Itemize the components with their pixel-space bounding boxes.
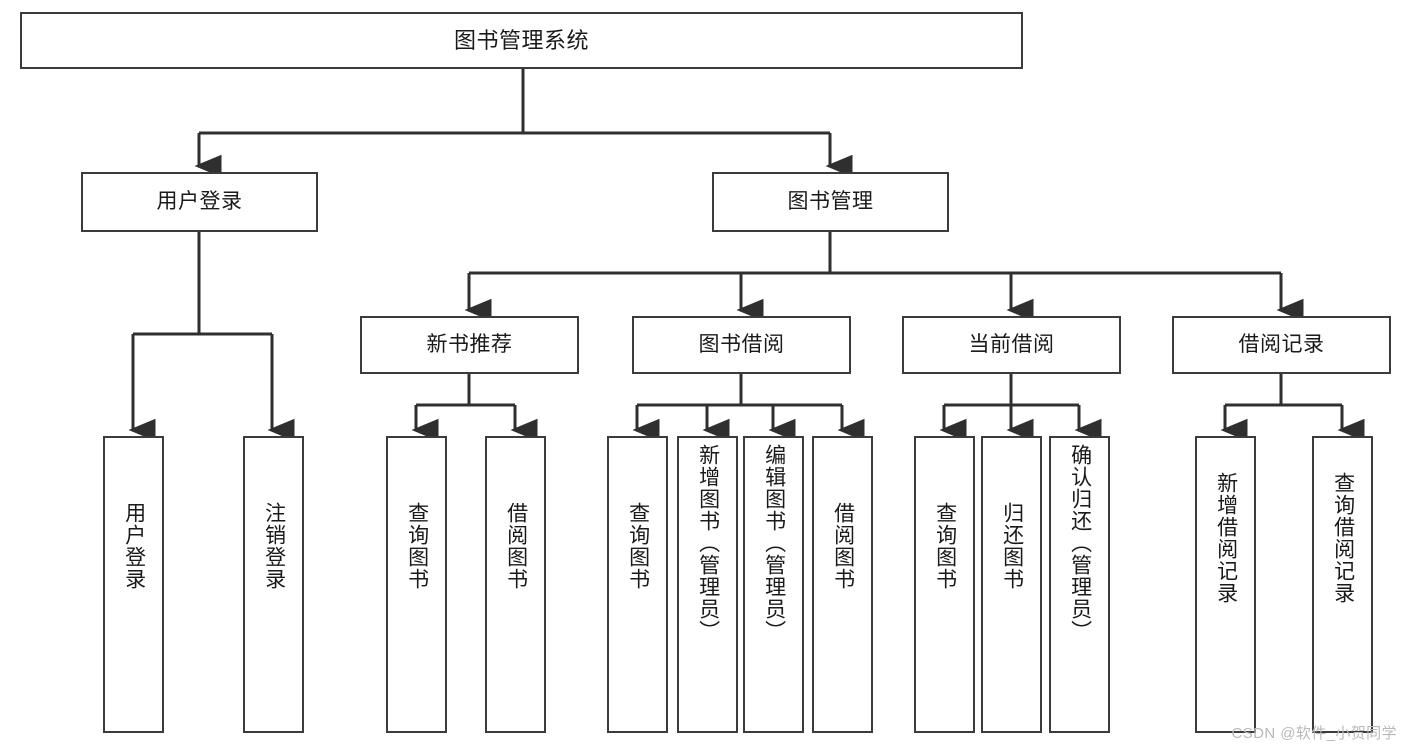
leaf-user-logout[interactable]: 注销登录 <box>243 436 304 733</box>
leaf-return-book-label: 归还图书 <box>1000 502 1024 590</box>
leaf-borrow-book-label: 借阅图书 <box>831 502 855 590</box>
leaf-query-book-cur-label: 查询图书 <box>933 502 957 590</box>
node-book-manage-label: 图书管理 <box>787 189 874 213</box>
leaf-user-login[interactable]: 用户登录 <box>103 436 164 733</box>
node-book-borrow[interactable]: 图书借阅 <box>632 316 851 374</box>
leaf-user-logout-label: 注销登录 <box>262 502 286 590</box>
node-current-borrow[interactable]: 当前借阅 <box>902 316 1121 374</box>
node-user-login[interactable]: 用户登录 <box>81 172 318 232</box>
leaf-query-record[interactable]: 查询借阅记录 <box>1312 436 1373 733</box>
node-root[interactable]: 图书管理系统 <box>20 12 1023 69</box>
leaf-edit-book-label: 编辑图书（管理员） <box>762 444 786 642</box>
node-book-manage[interactable]: 图书管理 <box>712 172 949 232</box>
leaf-borrow-book-rec-label: 借阅图书 <box>504 502 528 590</box>
node-book-borrow-label: 图书借阅 <box>698 332 785 356</box>
leaf-query-book-borrow-label: 查询图书 <box>626 502 650 590</box>
leaf-query-book-cur[interactable]: 查询图书 <box>914 436 975 733</box>
leaf-add-record[interactable]: 新增借阅记录 <box>1195 436 1256 733</box>
node-root-label: 图书管理系统 <box>453 27 589 53</box>
leaf-user-login-label: 用户登录 <box>122 502 146 590</box>
leaf-add-record-label: 新增借阅记录 <box>1214 472 1238 604</box>
leaf-confirm-return-label: 确认归还（管理员） <box>1068 444 1092 642</box>
leaf-add-book[interactable]: 新增图书（管理员） <box>677 436 738 733</box>
leaf-add-book-label: 新增图书（管理员） <box>696 444 720 642</box>
node-user-login-label: 用户登录 <box>156 189 243 213</box>
leaf-edit-book[interactable]: 编辑图书（管理员） <box>743 436 804 733</box>
node-borrow-record-label: 借阅记录 <box>1238 332 1325 356</box>
csdn-watermark: CSDN @软件_小贺同学 <box>1231 725 1397 742</box>
leaf-query-record-label: 查询借阅记录 <box>1331 472 1355 604</box>
node-new-book-rec-label: 新书推荐 <box>426 332 513 356</box>
leaf-query-book-borrow[interactable]: 查询图书 <box>607 436 668 733</box>
leaf-query-book-rec-label: 查询图书 <box>405 502 429 590</box>
leaf-confirm-return[interactable]: 确认归还（管理员） <box>1049 436 1110 733</box>
node-borrow-record[interactable]: 借阅记录 <box>1172 316 1391 374</box>
leaf-query-book-rec[interactable]: 查询图书 <box>386 436 447 733</box>
leaf-return-book[interactable]: 归还图书 <box>981 436 1042 733</box>
leaf-borrow-book[interactable]: 借阅图书 <box>812 436 873 733</box>
node-current-borrow-label: 当前借阅 <box>968 332 1055 356</box>
node-new-book-rec[interactable]: 新书推荐 <box>360 316 579 374</box>
leaf-borrow-book-rec[interactable]: 借阅图书 <box>485 436 546 733</box>
